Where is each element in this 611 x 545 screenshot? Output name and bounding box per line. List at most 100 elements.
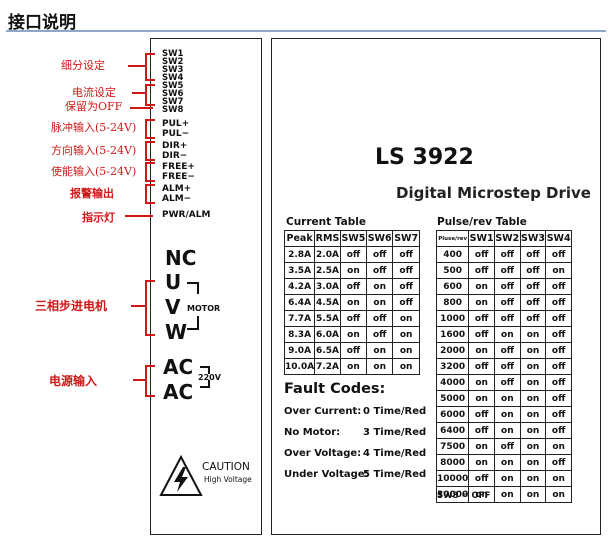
table-cell: off	[493, 374, 521, 391]
table-cell: off	[493, 278, 521, 295]
table-cell: 3200	[435, 358, 470, 375]
fault-label: Over Current:	[284, 406, 362, 417]
bracket-enable	[145, 162, 155, 182]
label-motor: 三相步进电机	[35, 299, 108, 313]
table-cell: on	[468, 342, 495, 359]
fault-label: Under Voltage:	[284, 469, 369, 480]
fault-value: 5 Time/Red	[363, 469, 427, 480]
bracket-current	[145, 84, 155, 106]
current-table-header-cell: RMS	[314, 230, 341, 247]
table-cell: 8.3A	[283, 326, 316, 343]
table-cell: on	[545, 470, 572, 487]
label-direction: 方向输入(5-24V)	[51, 144, 137, 157]
motor-label: MOTOR	[187, 304, 221, 313]
pulse-table-header-cell: Pluse/rev	[435, 230, 470, 247]
table-cell: 2.0A	[314, 246, 341, 263]
table-cell: on	[519, 326, 547, 343]
table-cell: off	[545, 406, 572, 423]
table-cell: on	[468, 486, 495, 503]
label-alarm: 报警输出	[70, 187, 114, 200]
table-cell: off	[366, 326, 394, 343]
voltage-label: 220V	[198, 373, 221, 382]
pulse-table-header-cell: SW1	[468, 230, 495, 247]
table-cell: off	[366, 310, 394, 327]
table-cell: off	[545, 294, 572, 311]
terminal-ac2: AC	[163, 380, 194, 404]
table-cell: on	[519, 438, 547, 455]
fault-value: 3 Time/Red	[363, 427, 427, 438]
pin-free-minus: FREE−	[162, 172, 195, 182]
fault-value: 0 Time/Red	[363, 406, 427, 417]
table-cell: off	[339, 342, 368, 359]
table-cell: on	[493, 486, 521, 503]
fault-label: Over Voltage:	[284, 448, 362, 459]
table-cell: on	[519, 422, 547, 439]
table-cell: 6.0A	[314, 326, 341, 343]
product-subtitle: Digital Microstep Drive	[396, 184, 591, 202]
table-cell: 9.0A	[283, 342, 316, 359]
pulse-table-header-cell: SW3	[519, 230, 547, 247]
connector-panel	[150, 38, 262, 535]
line-current	[132, 92, 145, 94]
terminal-ac1: AC	[163, 355, 194, 379]
table-cell: off	[468, 470, 495, 487]
drive-label-panel	[271, 38, 601, 535]
table-cell: on	[545, 438, 572, 455]
pin-sw7: SW7	[162, 97, 184, 107]
table-cell: off	[339, 278, 368, 295]
table-cell: 600	[435, 278, 470, 295]
table-cell: off	[545, 454, 572, 471]
pulse-table-header-cell: SW2	[493, 230, 521, 247]
bracket-direction	[145, 141, 155, 161]
table-cell: on	[493, 422, 521, 439]
table-cell: off	[519, 310, 547, 327]
table-cell: off	[392, 278, 420, 295]
bracket-subdivision	[145, 53, 155, 81]
table-cell: off	[468, 358, 495, 375]
table-cell: off	[392, 262, 420, 279]
table-cell: off	[493, 294, 521, 311]
table-cell: off	[519, 294, 547, 311]
table-cell: on	[366, 358, 394, 375]
pin-sw3: SW3	[162, 65, 184, 75]
page-heading: 接口说明	[8, 13, 76, 33]
fault-codes-title: Fault Codes:	[284, 381, 386, 397]
table-cell: off	[545, 278, 572, 295]
line-reserved	[130, 107, 153, 109]
model-name: LS 3922	[375, 145, 474, 170]
table-cell: off	[545, 358, 572, 375]
table-cell: 3.0A	[314, 278, 341, 295]
current-table-header-cell: SW5	[339, 230, 368, 247]
table-cell: on	[392, 310, 420, 327]
table-cell: 4.5A	[314, 294, 341, 311]
table-cell: on	[545, 262, 572, 279]
table-cell: on	[468, 438, 495, 455]
table-cell: on	[468, 390, 495, 407]
terminal-v: V	[165, 295, 181, 319]
table-cell: on	[392, 326, 420, 343]
table-cell: off	[545, 246, 572, 263]
table-cell: 6.5A	[314, 342, 341, 359]
table-cell: on	[366, 342, 394, 359]
table-cell: off	[545, 326, 572, 343]
table-cell: on	[366, 278, 394, 295]
pin-dir-plus: DIR+	[162, 141, 188, 151]
heading-underline	[6, 30, 606, 32]
table-cell: off	[468, 246, 495, 263]
table-cell: 10000	[435, 470, 470, 487]
fault-value: 4 Time/Red	[363, 448, 427, 459]
table-cell: 500	[435, 262, 470, 279]
table-cell: off	[339, 310, 368, 327]
table-cell: off	[493, 358, 521, 375]
table-cell: on	[339, 358, 368, 375]
